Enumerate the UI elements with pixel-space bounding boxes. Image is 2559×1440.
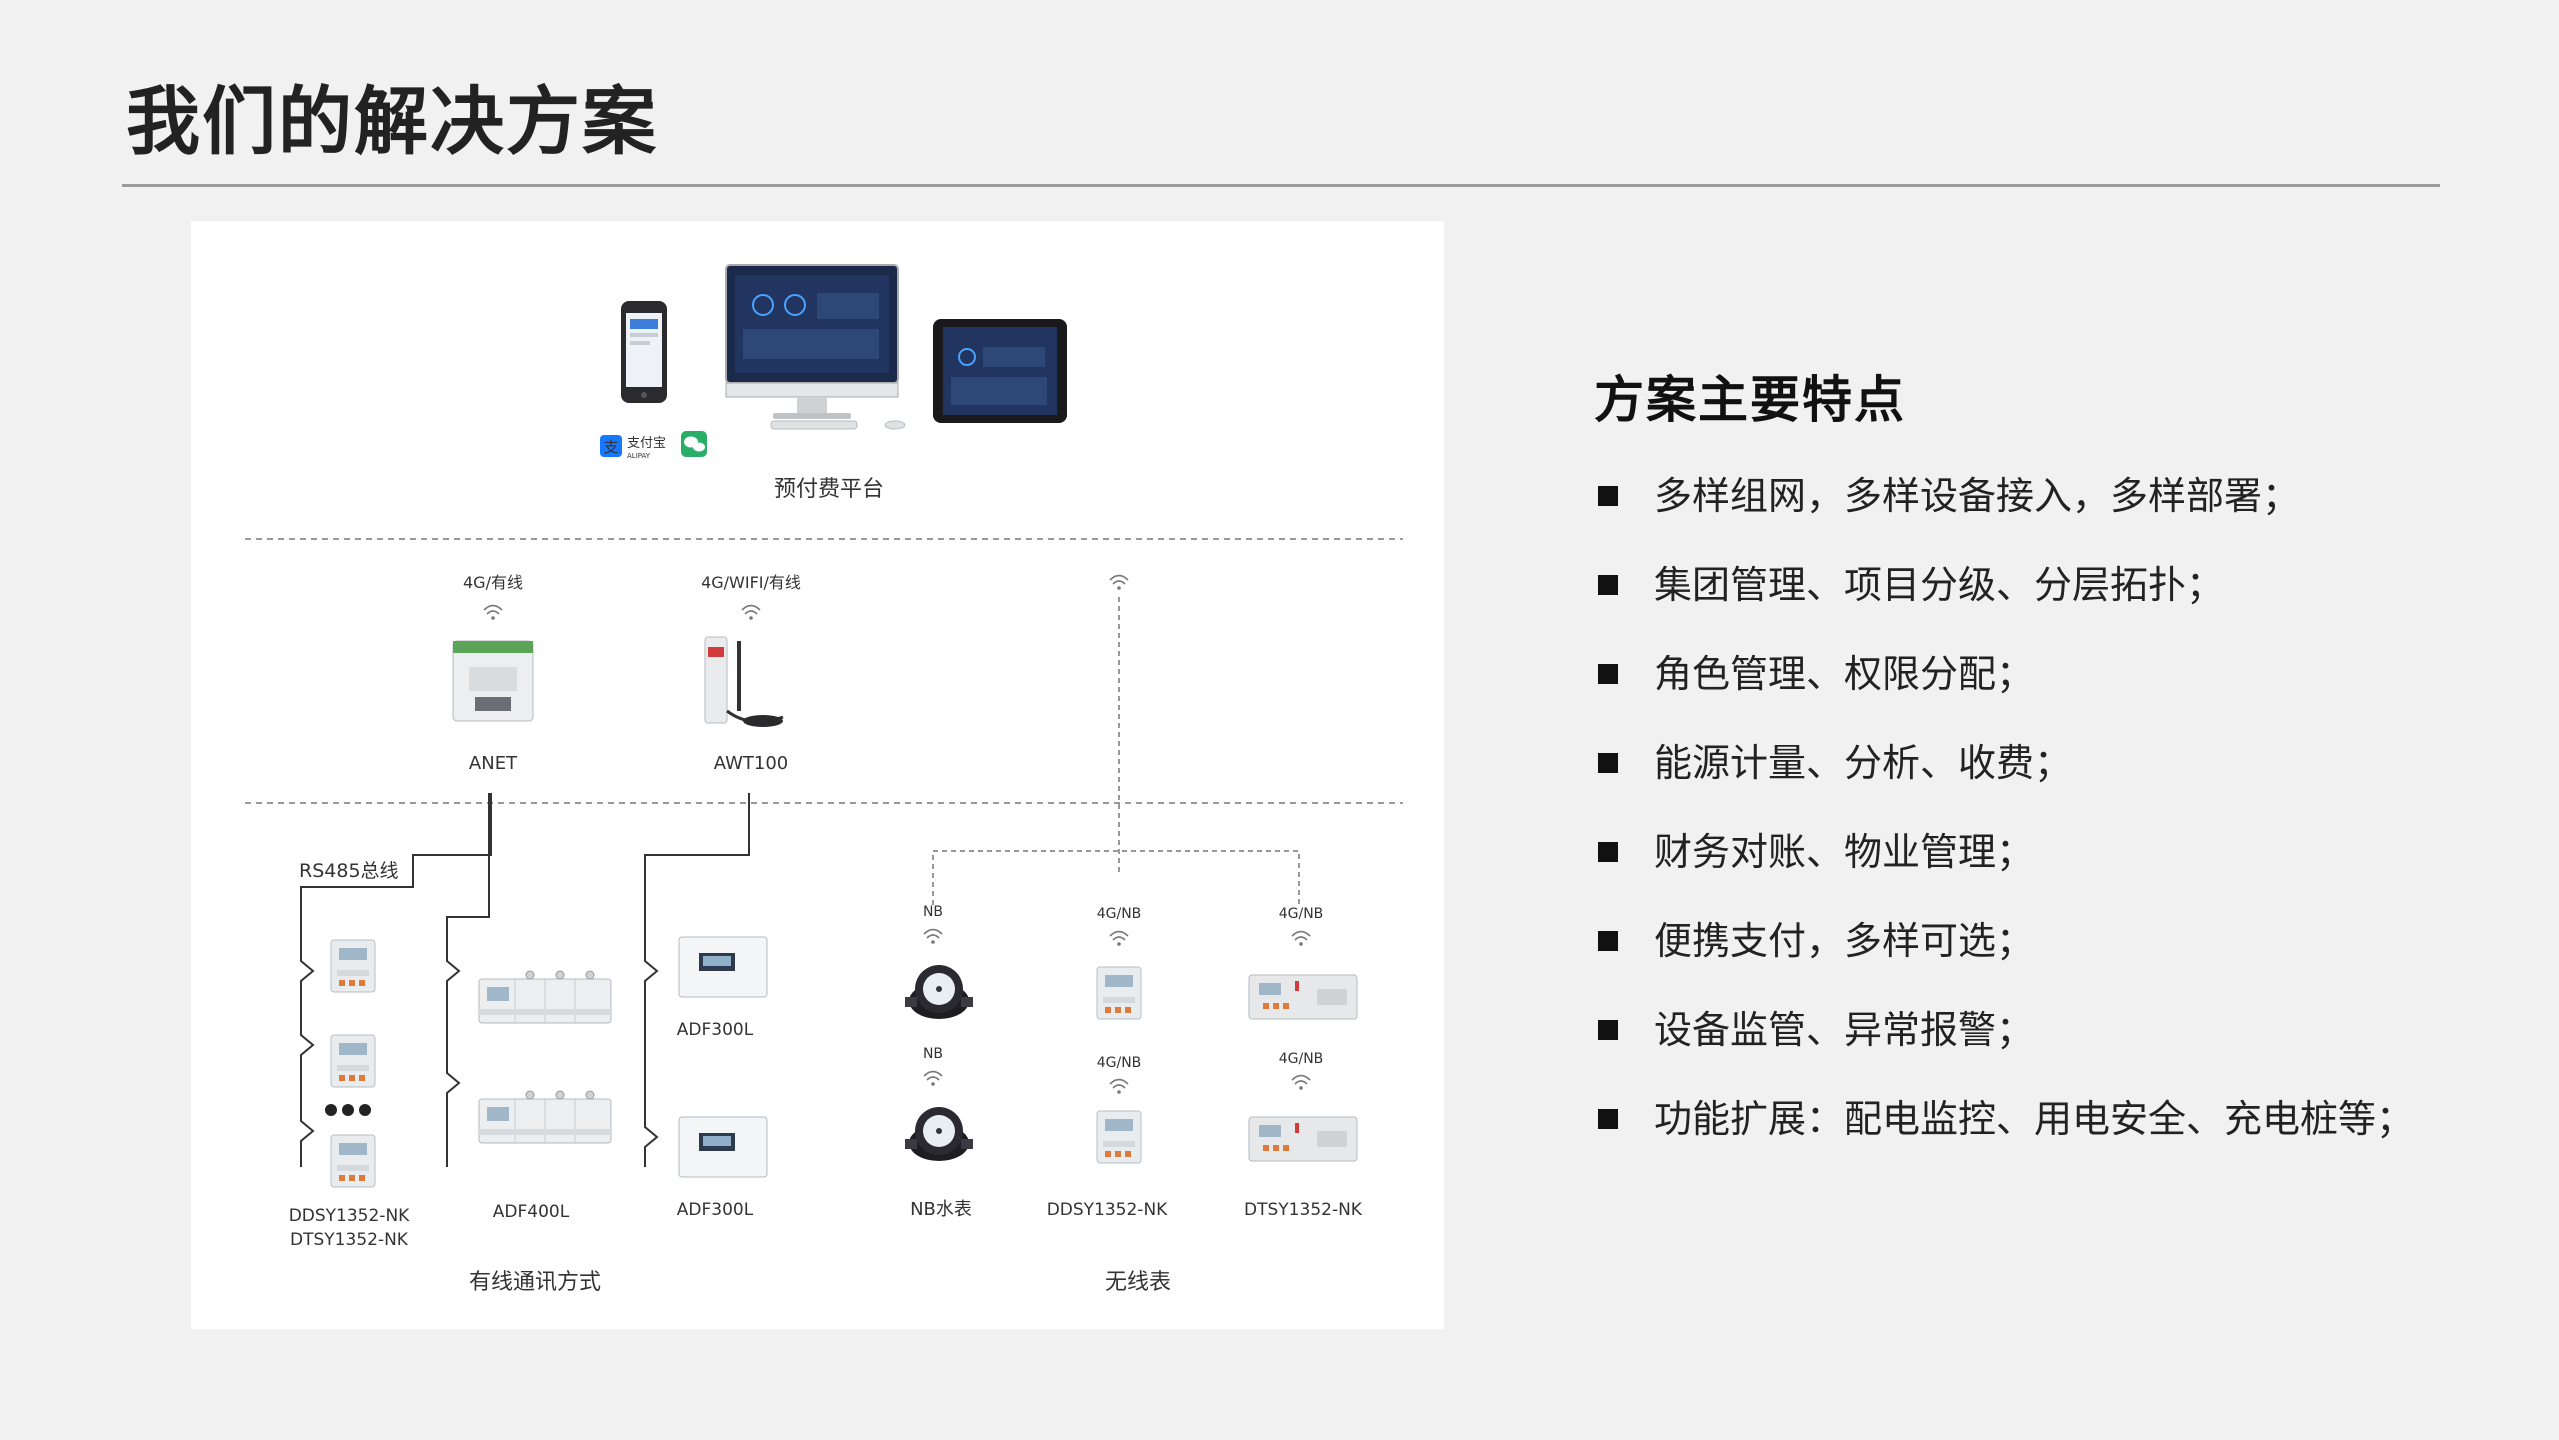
water-meter-device	[905, 965, 973, 1019]
feature-item: 角色管理、权限分配；	[1594, 644, 2494, 733]
feature-item: 多样组网，多样设备接入，多样部署；	[1594, 466, 2494, 555]
wifi-icon	[1291, 1074, 1311, 1091]
4g-nb-link-label: 4G/NB	[1097, 906, 1142, 922]
square-bullet-icon	[1598, 575, 1618, 595]
din-meter-device	[330, 1134, 376, 1188]
rs485-bus-label: RS485总线	[299, 860, 399, 882]
feature-item: 集团管理、项目分级、分层拓扑；	[1594, 555, 2494, 644]
4g-nb-link-label: 4G/NB	[1097, 1055, 1142, 1071]
phone-icon	[621, 301, 667, 403]
features-panel: 方案主要特点 多样组网，多样设备接入，多样部署； 集团管理、项目分级、分层拓扑；…	[1594, 360, 2494, 1178]
svg-text:支付宝: 支付宝	[627, 436, 666, 451]
wifi-icon	[1291, 930, 1311, 947]
adf300l-device	[678, 1116, 768, 1178]
alipay-logo: 支 支付宝 ALIPAY	[600, 435, 666, 460]
feature-item: 设备监管、异常报警；	[1594, 1000, 2494, 1089]
4g-nb-link-label: 4G/NB	[1279, 1051, 1324, 1067]
square-bullet-icon	[1598, 931, 1618, 951]
adf300l-label: ADF300L	[677, 1200, 754, 1220]
din-meter-device	[330, 939, 376, 993]
feature-text: 集团管理、项目分级、分层拓扑；	[1654, 563, 2225, 607]
wireless-group-caption: 无线表	[1105, 1270, 1171, 1295]
wifi-icon	[483, 604, 503, 621]
dtsy-wireless-meter-device	[1248, 1116, 1358, 1162]
features-heading: 方案主要特点	[1594, 371, 1906, 429]
feature-text: 能源计量、分析、收费；	[1654, 741, 2073, 785]
nb-link-label: NB	[923, 1046, 943, 1062]
adf300l-device	[678, 936, 768, 998]
awt100-gateway-device	[704, 636, 784, 727]
feature-text: 设备监管、异常报警；	[1654, 1008, 2035, 1052]
square-bullet-icon	[1598, 486, 1618, 506]
ddsy-wireless-meter-device	[1096, 966, 1142, 1020]
wired-meter-label-1: DDSY1352-NK	[289, 1206, 410, 1226]
page-title: 我们的解决方案	[126, 79, 658, 165]
wifi-icon	[923, 1070, 943, 1087]
nb-water-meter-label: NB水表	[910, 1199, 972, 1220]
feature-text: 角色管理、权限分配；	[1654, 652, 2035, 696]
square-bullet-icon	[1598, 842, 1618, 862]
square-bullet-icon	[1598, 1109, 1618, 1129]
feature-item: 财务对账、物业管理；	[1594, 822, 2494, 911]
feature-text: 功能扩展：配电监控、用电安全、充电桩等；	[1654, 1097, 2415, 1141]
platform-label: 预付费平台	[774, 477, 884, 502]
nb-link-label: NB	[923, 904, 943, 920]
dtsy-wireless-label: DTSY1352-NK	[1244, 1200, 1363, 1220]
wifi-icon	[1109, 574, 1129, 591]
square-bullet-icon	[1598, 664, 1618, 684]
solution-diagram: 支 支付宝 ALIPAY 预付费	[191, 221, 1444, 1329]
tablet-icon	[933, 319, 1067, 423]
din-meter-device	[330, 1034, 376, 1088]
wireless-branch-line	[932, 850, 1300, 905]
title-divider	[122, 184, 2440, 187]
feature-item: 便携支付，多样可选；	[1594, 911, 2494, 1000]
feature-list: 多样组网，多样设备接入，多样部署； 集团管理、项目分级、分层拓扑； 角色管理、权…	[1594, 466, 2494, 1178]
water-meter-device	[905, 1107, 973, 1161]
feature-text: 便携支付，多样可选；	[1654, 919, 2035, 963]
square-bullet-icon	[1598, 1020, 1618, 1040]
adf300l-top-label: ADF300L	[677, 1020, 754, 1040]
diagram-svg: 支 支付宝 ALIPAY 预付费	[245, 264, 1403, 1295]
adf400l-label: ADF400L	[493, 1202, 570, 1222]
wechat-logo	[681, 431, 707, 457]
wifi-icon	[741, 604, 761, 621]
4g-nb-link-label: 4G/NB	[1279, 906, 1324, 922]
wifi-icon	[1109, 1078, 1129, 1095]
adf400l-device	[478, 970, 612, 1024]
wifi-icon	[923, 928, 943, 945]
anet-gateway-device	[452, 640, 534, 722]
feature-item: 功能扩展：配电监控、用电安全、充电桩等；	[1594, 1089, 2494, 1178]
feature-item: 能源计量、分析、收费；	[1594, 733, 2494, 822]
wired-group-caption: 有线通讯方式	[469, 1270, 601, 1295]
feature-text: 多样组网，多样设备接入，多样部署；	[1654, 474, 2301, 518]
desktop-monitor-icon	[725, 264, 906, 430]
ddsy-wireless-label: DDSY1352-NK	[1047, 1200, 1168, 1220]
wifi-icon	[1109, 930, 1129, 947]
more-devices-ellipsis	[325, 1104, 371, 1116]
anet-label: ANET	[469, 753, 518, 774]
dtsy-wireless-meter-device	[1248, 974, 1358, 1020]
svg-text:支: 支	[603, 438, 618, 456]
wired-meter-label-2: DTSY1352-NK	[290, 1230, 409, 1250]
awt100-link-label: 4G/WIFI/有线	[701, 573, 801, 592]
awt100-label: AWT100	[714, 753, 788, 774]
square-bullet-icon	[1598, 753, 1618, 773]
adf400l-device	[478, 1090, 612, 1144]
ddsy-wireless-meter-device	[1096, 1110, 1142, 1164]
wired-connection-lines	[300, 793, 750, 1167]
feature-text: 财务对账、物业管理；	[1654, 830, 2035, 874]
svg-text:ALIPAY: ALIPAY	[627, 452, 651, 460]
anet-link-label: 4G/有线	[463, 573, 523, 592]
